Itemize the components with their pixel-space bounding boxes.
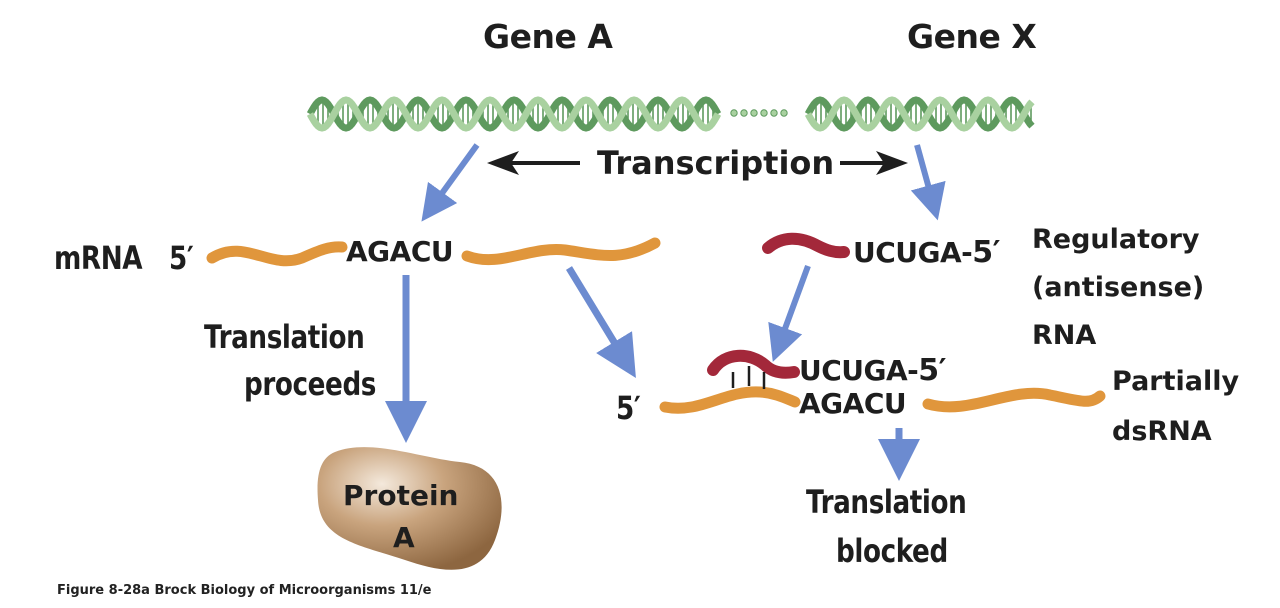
dna-backbone	[804, 96, 1035, 132]
duplex-bottom-sequence: AGACU	[799, 387, 907, 420]
arrow-mrna-to-duplex	[566, 266, 636, 378]
dna-gap-dots	[730, 109, 788, 117]
dna-gap-dot	[730, 109, 738, 117]
mrna-strand-right	[461, 237, 661, 266]
dna-gap-dot	[740, 109, 748, 117]
dna-helix-gene-a	[306, 96, 722, 132]
duplex-mrna-strand-right	[922, 387, 1106, 413]
translation-blocked-line-2: blocked	[836, 532, 948, 570]
gene-x-label: Gene X	[907, 17, 1037, 56]
dna-gap-dot	[750, 109, 758, 117]
duplex-antisense-strand	[707, 349, 800, 379]
dna-gap-dot	[760, 109, 768, 117]
regulatory-line-3: RNA	[1032, 320, 1097, 351]
dsrna-label: dsRNA	[1112, 416, 1212, 447]
regulatory-line-2: (antisense)	[1032, 272, 1205, 303]
duplex-top-five-prime: 5′	[918, 353, 947, 388]
partially-label: Partially	[1112, 366, 1240, 397]
arrow-antisense-to-duplex	[768, 264, 811, 362]
mrna-label: mRNA	[54, 239, 143, 277]
protein-label-line-2: A	[393, 521, 415, 554]
translation-blocked-line-1: Translation	[806, 483, 967, 521]
dna-backbone	[804, 96, 1035, 132]
gene-a-label: Gene A	[483, 17, 613, 56]
transcription-label: Transcription	[597, 144, 835, 182]
arrow-gene-x-to-antisense	[910, 144, 946, 221]
dna-backbone	[306, 96, 722, 132]
dna-gap-dot	[780, 109, 788, 117]
translation-proceeds-line-1: Translation	[204, 318, 365, 356]
duplex-top-sequence: UCUGA-5′	[799, 353, 947, 388]
dna-backbone	[306, 96, 722, 132]
antisense-sequence: UCUGA-5′	[853, 235, 1001, 270]
figure-caption: Figure 8-28a Brock Biology of Microorgan…	[57, 583, 432, 598]
mrna-five-prime: 5′	[169, 239, 194, 277]
arrow-gene-a-to-mrna	[421, 143, 480, 222]
antisense-sequence-text: UCUGA-	[853, 236, 973, 269]
antisense-five-prime: 5′	[972, 235, 1001, 270]
mrna-sequence: AGACU	[346, 235, 454, 268]
base-pair-bonds	[731, 366, 766, 389]
mrna-strand-left	[206, 241, 348, 267]
duplex-mrna-strand-left	[659, 386, 801, 414]
dna-helix-gene-x	[804, 96, 1035, 132]
translation-proceeds-line-2: proceeds	[244, 365, 377, 403]
duplex-five-prime: 5′	[616, 389, 641, 427]
antisense-rna-strand	[762, 232, 850, 259]
protein-a-shape	[317, 447, 502, 570]
duplex-top-sequence-text: UCUGA-	[799, 354, 919, 387]
protein-label-line-1: Protein	[343, 479, 459, 512]
regulatory-line-1: Regulatory	[1032, 224, 1200, 255]
dna-gap-dot	[770, 109, 778, 117]
